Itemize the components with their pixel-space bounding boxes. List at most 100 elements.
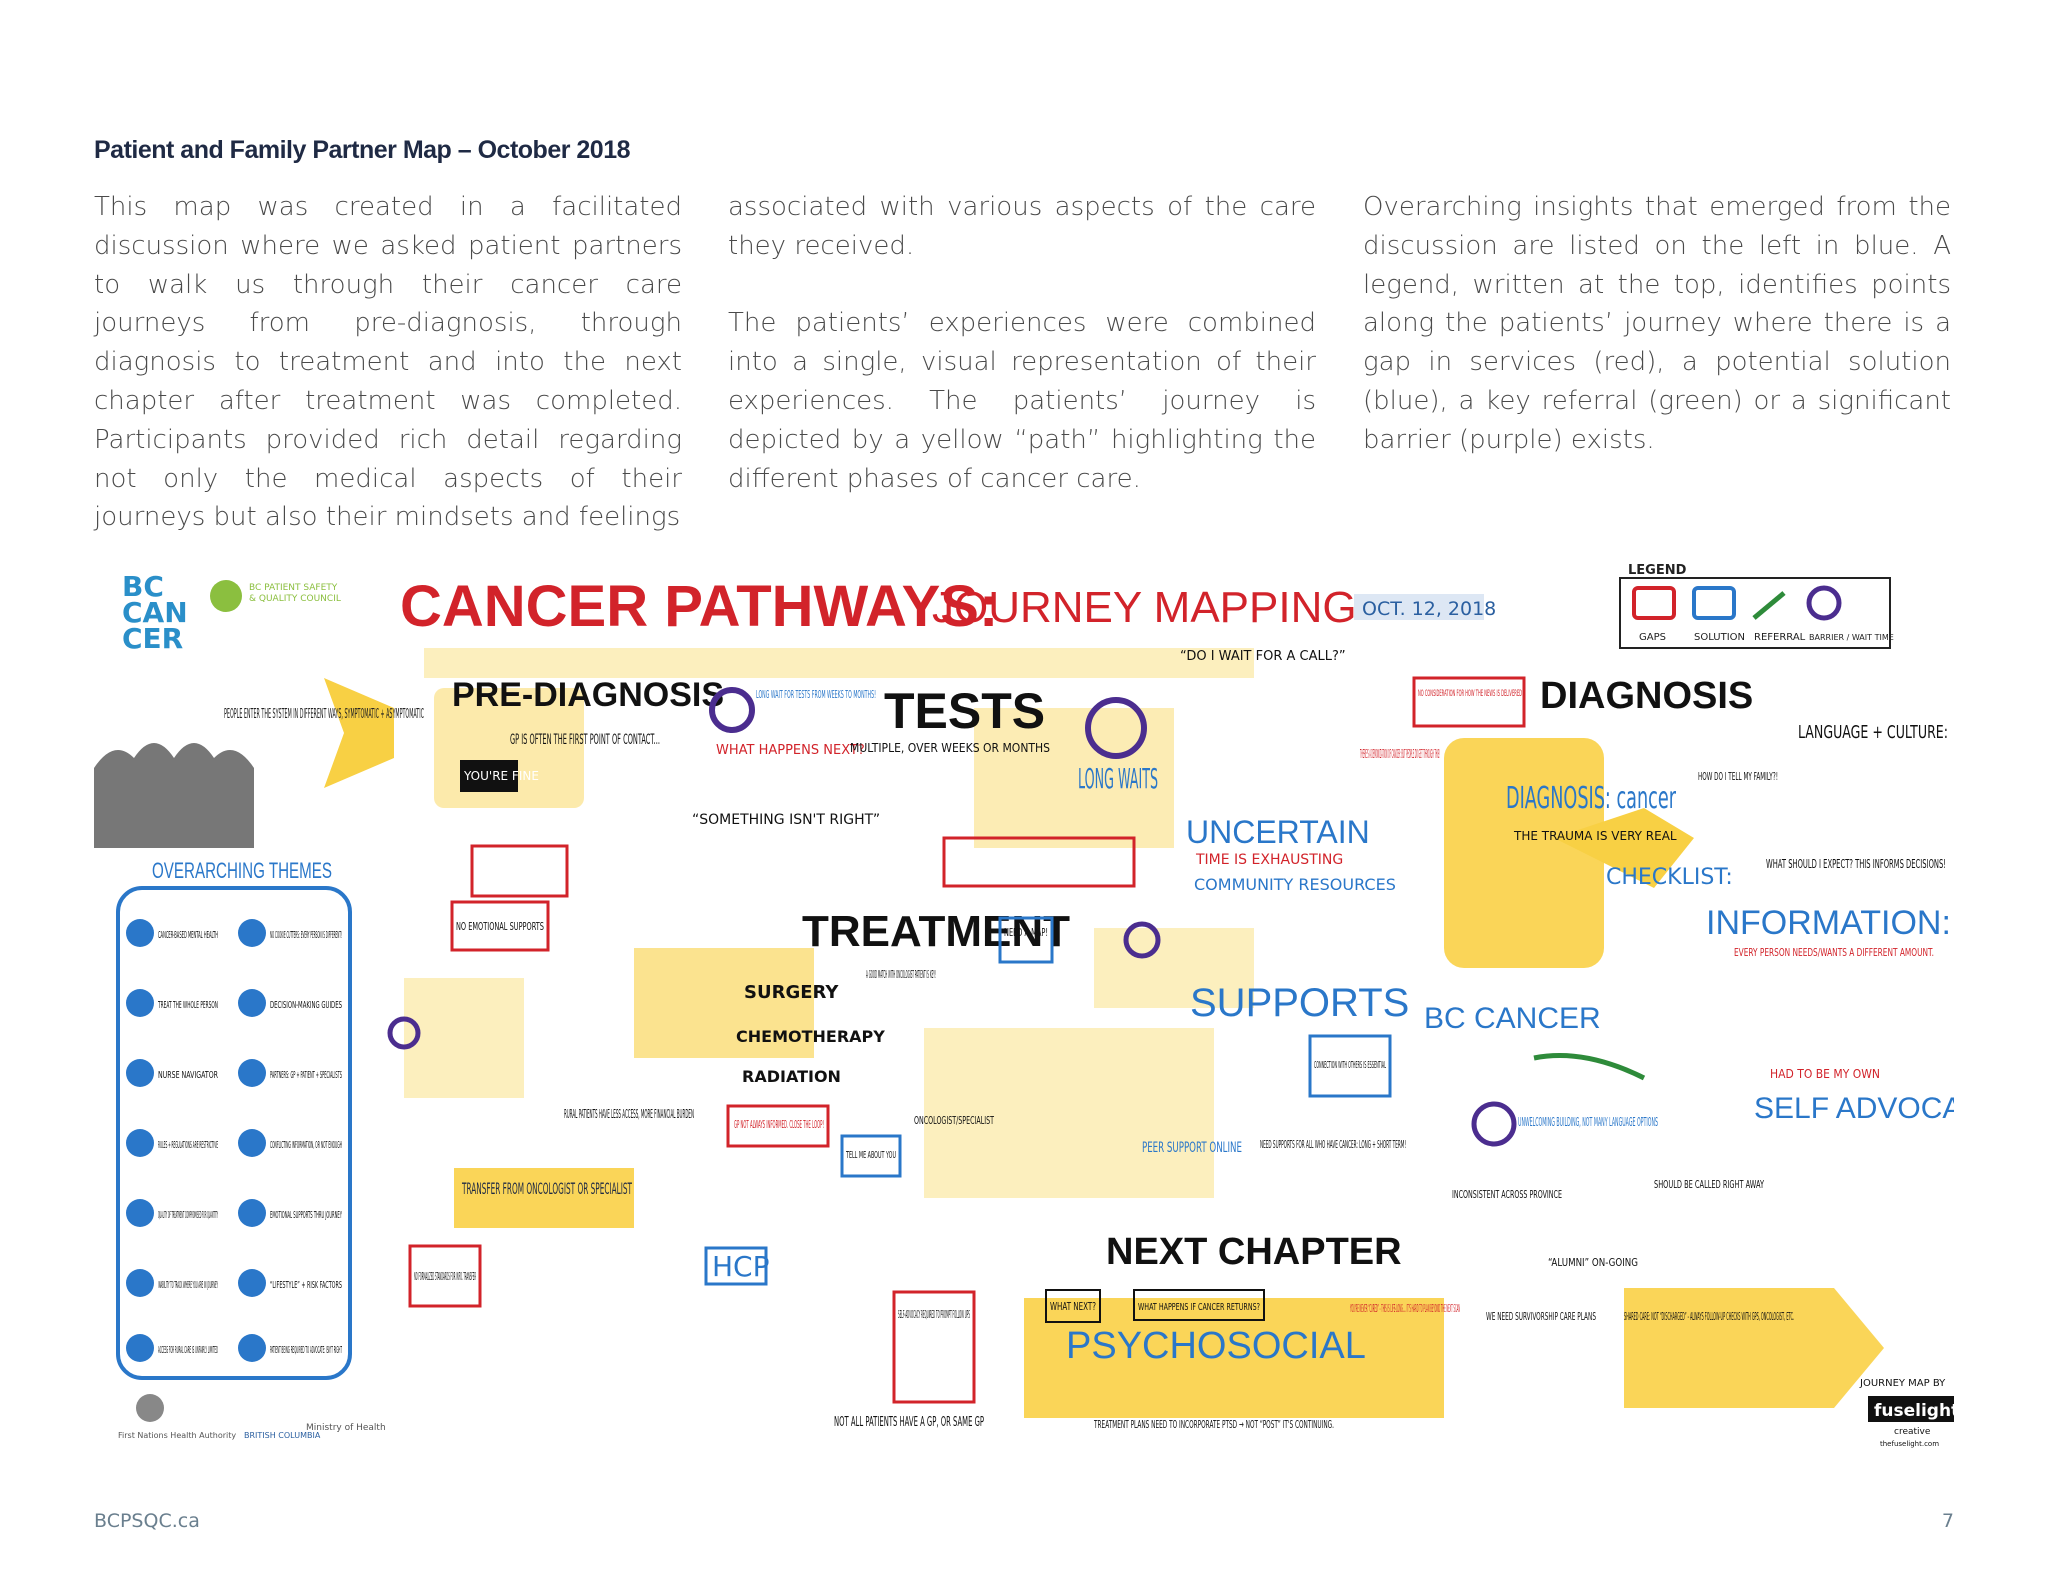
journey-map-image: BC CAN CER BC PATIENT SAFETY & QUALITY C… <box>94 558 1954 1466</box>
solution-box <box>1308 1034 1392 1098</box>
note-self-advocacy: SELF-ADVOCACY REQUIRED TO PROMPT FOLLOW … <box>898 1308 970 1321</box>
theme-item: CANCER-BASED MENTAL HEALTH NO COOKIE CUT… <box>126 919 342 947</box>
page-number: 7 <box>1941 1510 1954 1532</box>
map-title: CANCER PATHWAYS: <box>400 574 998 639</box>
question-box <box>1045 1289 1101 1323</box>
svg-text:NO COOKIE CUTTERS: EVERY PERSO: NO COOKIE CUTTERS: EVERY PERSON IS DIFFE… <box>270 930 342 941</box>
note-no-consideration: NO CONSIDERATION FOR HOW THE NEWS IS DEL… <box>1418 689 1522 699</box>
note-transfer: TRANSFER FROM ONCOLOGIST OR SPECIALIST <box>462 1179 633 1198</box>
svg-text:PATIENT BEING REQUIRED TO ADVO: PATIENT BEING REQUIRED TO ADVOCATE: ISN'… <box>270 1345 342 1356</box>
note-no-formalized: NO FORMALIZED STANDARDS FOR INFO. TRANSF… <box>414 1270 476 1283</box>
note-never-cured: YOU'RE NEVER “CURED” - THIS IS LIFE-LONG… <box>1350 1302 1460 1315</box>
section-information: INFORMATION: <box>1706 904 1951 942</box>
barrier-icon <box>1471 1101 1517 1147</box>
legend-solution: SOLUTION <box>1694 632 1745 643</box>
svg-text:TREAT THE WHOLE PERSON: TREAT THE WHOLE PERSON <box>158 1000 218 1011</box>
note-oncologist-specialist: ONCOLOGIST/SPECIALIST <box>914 1114 994 1127</box>
note-connection-essential: CONNECTION WITH OTHERS IS ESSENTIAL <box>1314 1060 1386 1071</box>
section-long-waits: LONG WAITS <box>1078 762 1158 795</box>
svg-text:DECISION-MAKING GUIDES: DECISION-MAKING GUIDES <box>270 1000 342 1011</box>
footer-logos: First Nations Health Authority BRITISH C… <box>118 1378 1954 1448</box>
section-treatment: TREATMENT <box>802 907 1070 956</box>
solution-box <box>998 916 1054 964</box>
note-if-cancer-returns: WHAT HAPPENS IF CANCER RETURNS? <box>1138 1302 1260 1313</box>
note-what-next: WHAT NEXT? <box>1050 1300 1096 1313</box>
note-tell-me-about-you: TELL ME ABOUT YOU <box>846 1150 896 1161</box>
note-no-emotional: NO EMOTIONAL SUPPORTS <box>456 920 544 933</box>
section-uncertain: UNCERTAIN <box>1186 814 1370 850</box>
note-had-to-be-own: HAD TO BE MY OWN <box>1770 1067 1880 1081</box>
barrier-icon <box>709 687 755 733</box>
note-what-should-expect: WHAT SHOULD I EXPECT? THIS INFORMS DECIS… <box>1766 857 1946 871</box>
theme-item: QUALITY OF TREATMENT COMPROMISED FOR QUA… <box>126 1199 342 1227</box>
svg-text:PARTNERS: GP + PATIENT + SPECI: PARTNERS: GP + PATIENT + SPECIALISTS <box>270 1070 342 1081</box>
note-good-match: A GOOD MATCH WITH ONCOLOGIST PATIENT IS … <box>866 968 936 981</box>
language-culture: LANGUAGE + CULTURE: <box>1798 722 1948 743</box>
gap-box <box>450 900 550 952</box>
section-next-chapter: NEXT CHAPTER <box>1106 1231 1402 1273</box>
legend-gaps: GAPS <box>1639 632 1666 643</box>
referral-arrow-icon <box>1752 591 1786 620</box>
note-gp-not-informed: GP NOT ALWAYS INFORMED. CLOSE THE LOOP! <box>734 1118 824 1131</box>
section-supports: SUPPORTS <box>1190 981 1409 1025</box>
note-people-enter: PEOPLE ENTER THE SYSTEM IN DIFFERENT WAY… <box>224 707 424 722</box>
svg-text:CANCER-BASED MENTAL HEALTH: CANCER-BASED MENTAL HEALTH <box>158 930 218 941</box>
note-time-exhausting: TIME IS EXHAUSTING <box>1195 852 1343 868</box>
svg-text:INABILITY TO TRACK WHERE YOU A: INABILITY TO TRACK WHERE YOU ARE IN JOUR… <box>158 1280 218 1291</box>
barrier-icon <box>387 1016 421 1050</box>
section-pre-diagnosis: PRE-DIAGNOSIS <box>452 676 724 714</box>
referral-arrow-icon <box>1533 1053 1646 1081</box>
gap-box <box>942 836 1136 888</box>
note-trauma-real: THE TRAUMA IS VERY REAL <box>1513 829 1677 843</box>
section-psychosocial: PSYCHOSOCIAL <box>1066 1325 1366 1367</box>
note-should-be-called: SHOULD BE CALLED RIGHT AWAY <box>1654 1178 1764 1191</box>
map-date: OCT. 12, 2018 <box>1362 598 1496 620</box>
gap-box <box>470 844 569 898</box>
theme-item: NURSE NAVIGATOR PARTNERS: GP + PATIENT +… <box>126 1059 342 1087</box>
leaf-icon <box>210 580 242 612</box>
fnha-logo-icon <box>136 1394 164 1422</box>
legend-title: LEGEND <box>1628 563 1687 578</box>
gap-box <box>892 1290 976 1404</box>
note-chemotherapy: CHEMOTHERAPY <box>736 1027 885 1046</box>
page-heading: Patient and Family Partner Map – October… <box>94 136 631 164</box>
svg-text:RULES + REGULATIONS ARE RESTRI: RULES + REGULATIONS ARE RESTRICTIVE <box>158 1140 218 1151</box>
fuselight-url: thefuselight.com <box>1880 1440 1939 1448</box>
barrier-icon <box>1806 585 1842 621</box>
note-rural-patients: RURAL PATIENTS HAVE LESS ACCESS, MORE FI… <box>564 1107 694 1121</box>
body-column-2: associated with various aspects of the c… <box>728 188 1316 498</box>
note-youre-fine: YOU'RE FINE <box>463 769 539 783</box>
section-bc-cancer: BC CANCER <box>1424 1002 1601 1035</box>
logo-cer-text: CER <box>122 622 183 655</box>
note-every-person-needs: EVERY PERSON NEEDS/WANTS A DIFFERENT AMO… <box>1734 946 1934 959</box>
note-do-i-wait: “DO I WAIT FOR A CALL?” <box>1180 649 1346 664</box>
note-surgery: SURGERY <box>744 982 839 1003</box>
paragraph: This map was created in a facilitated di… <box>94 192 682 533</box>
logo-can-text: CAN <box>122 596 188 629</box>
section-tests: TESTS <box>884 683 1045 739</box>
svg-text:“LIFESTYLE” + RISK FACTORS: “LIFESTYLE” + RISK FACTORS <box>270 1280 342 1291</box>
note-shared-care: SHARED CARE: NOT “DISCHARGED” - ALWAYS F… <box>1624 1310 1794 1323</box>
gap-box <box>408 1244 482 1308</box>
note-multiple-weeks: MULTIPLE, OVER WEEKS OR MONTHS <box>850 741 1050 755</box>
fuselight-logo <box>1868 1396 1954 1422</box>
themes-title: OVERARCHING THEMES <box>152 858 332 883</box>
legend: LEGEND GAPS SOLUTION REFERRAL BARRIER / … <box>1619 563 1894 649</box>
svg-text:EMOTIONAL SUPPORTS THRU JOURNE: EMOTIONAL SUPPORTS THRU JOURNEY <box>270 1210 342 1221</box>
journey-map-by: JOURNEY MAP BY <box>1859 1378 1946 1389</box>
theme-item: INABILITY TO TRACK WHERE YOU ARE IN JOUR… <box>126 1269 342 1297</box>
question-box <box>1133 1289 1265 1321</box>
note-not-all-patients: NOT ALL PATIENTS HAVE A GP, OR SAME GP <box>834 1415 984 1430</box>
people-silhouette-icon <box>94 743 254 848</box>
bc-govt-text: BRITISH COLUMBIA <box>244 1431 321 1440</box>
svg-text:ACCESS FOR RURAL CARE IS UNFAI: ACCESS FOR RURAL CARE IS UNFAIRLY LIMITE… <box>158 1345 218 1356</box>
theme-item: TREAT THE WHOLE PERSON DECISION-MAKING G… <box>126 989 342 1017</box>
note-survivorship: WE NEED SURVIVORSHIP CARE PLANS <box>1486 1310 1596 1323</box>
barrier-icon <box>1123 921 1161 959</box>
note-what-happens-next: WHAT HAPPENS NEXT? <box>716 743 865 758</box>
gap-icon <box>1632 586 1676 620</box>
note-unwelcoming: UNWELCOMING BUILDING, NOT MANY LANGUAGE … <box>1518 1115 1658 1129</box>
fnha-text: First Nations Health Authority <box>118 1431 236 1440</box>
note-ptsd: TREATMENT PLANS NEED TO INCORPORATE PTSD… <box>1093 1418 1334 1431</box>
theme-item: ACCESS FOR RURAL CARE IS UNFAIRLY LIMITE… <box>126 1334 342 1362</box>
